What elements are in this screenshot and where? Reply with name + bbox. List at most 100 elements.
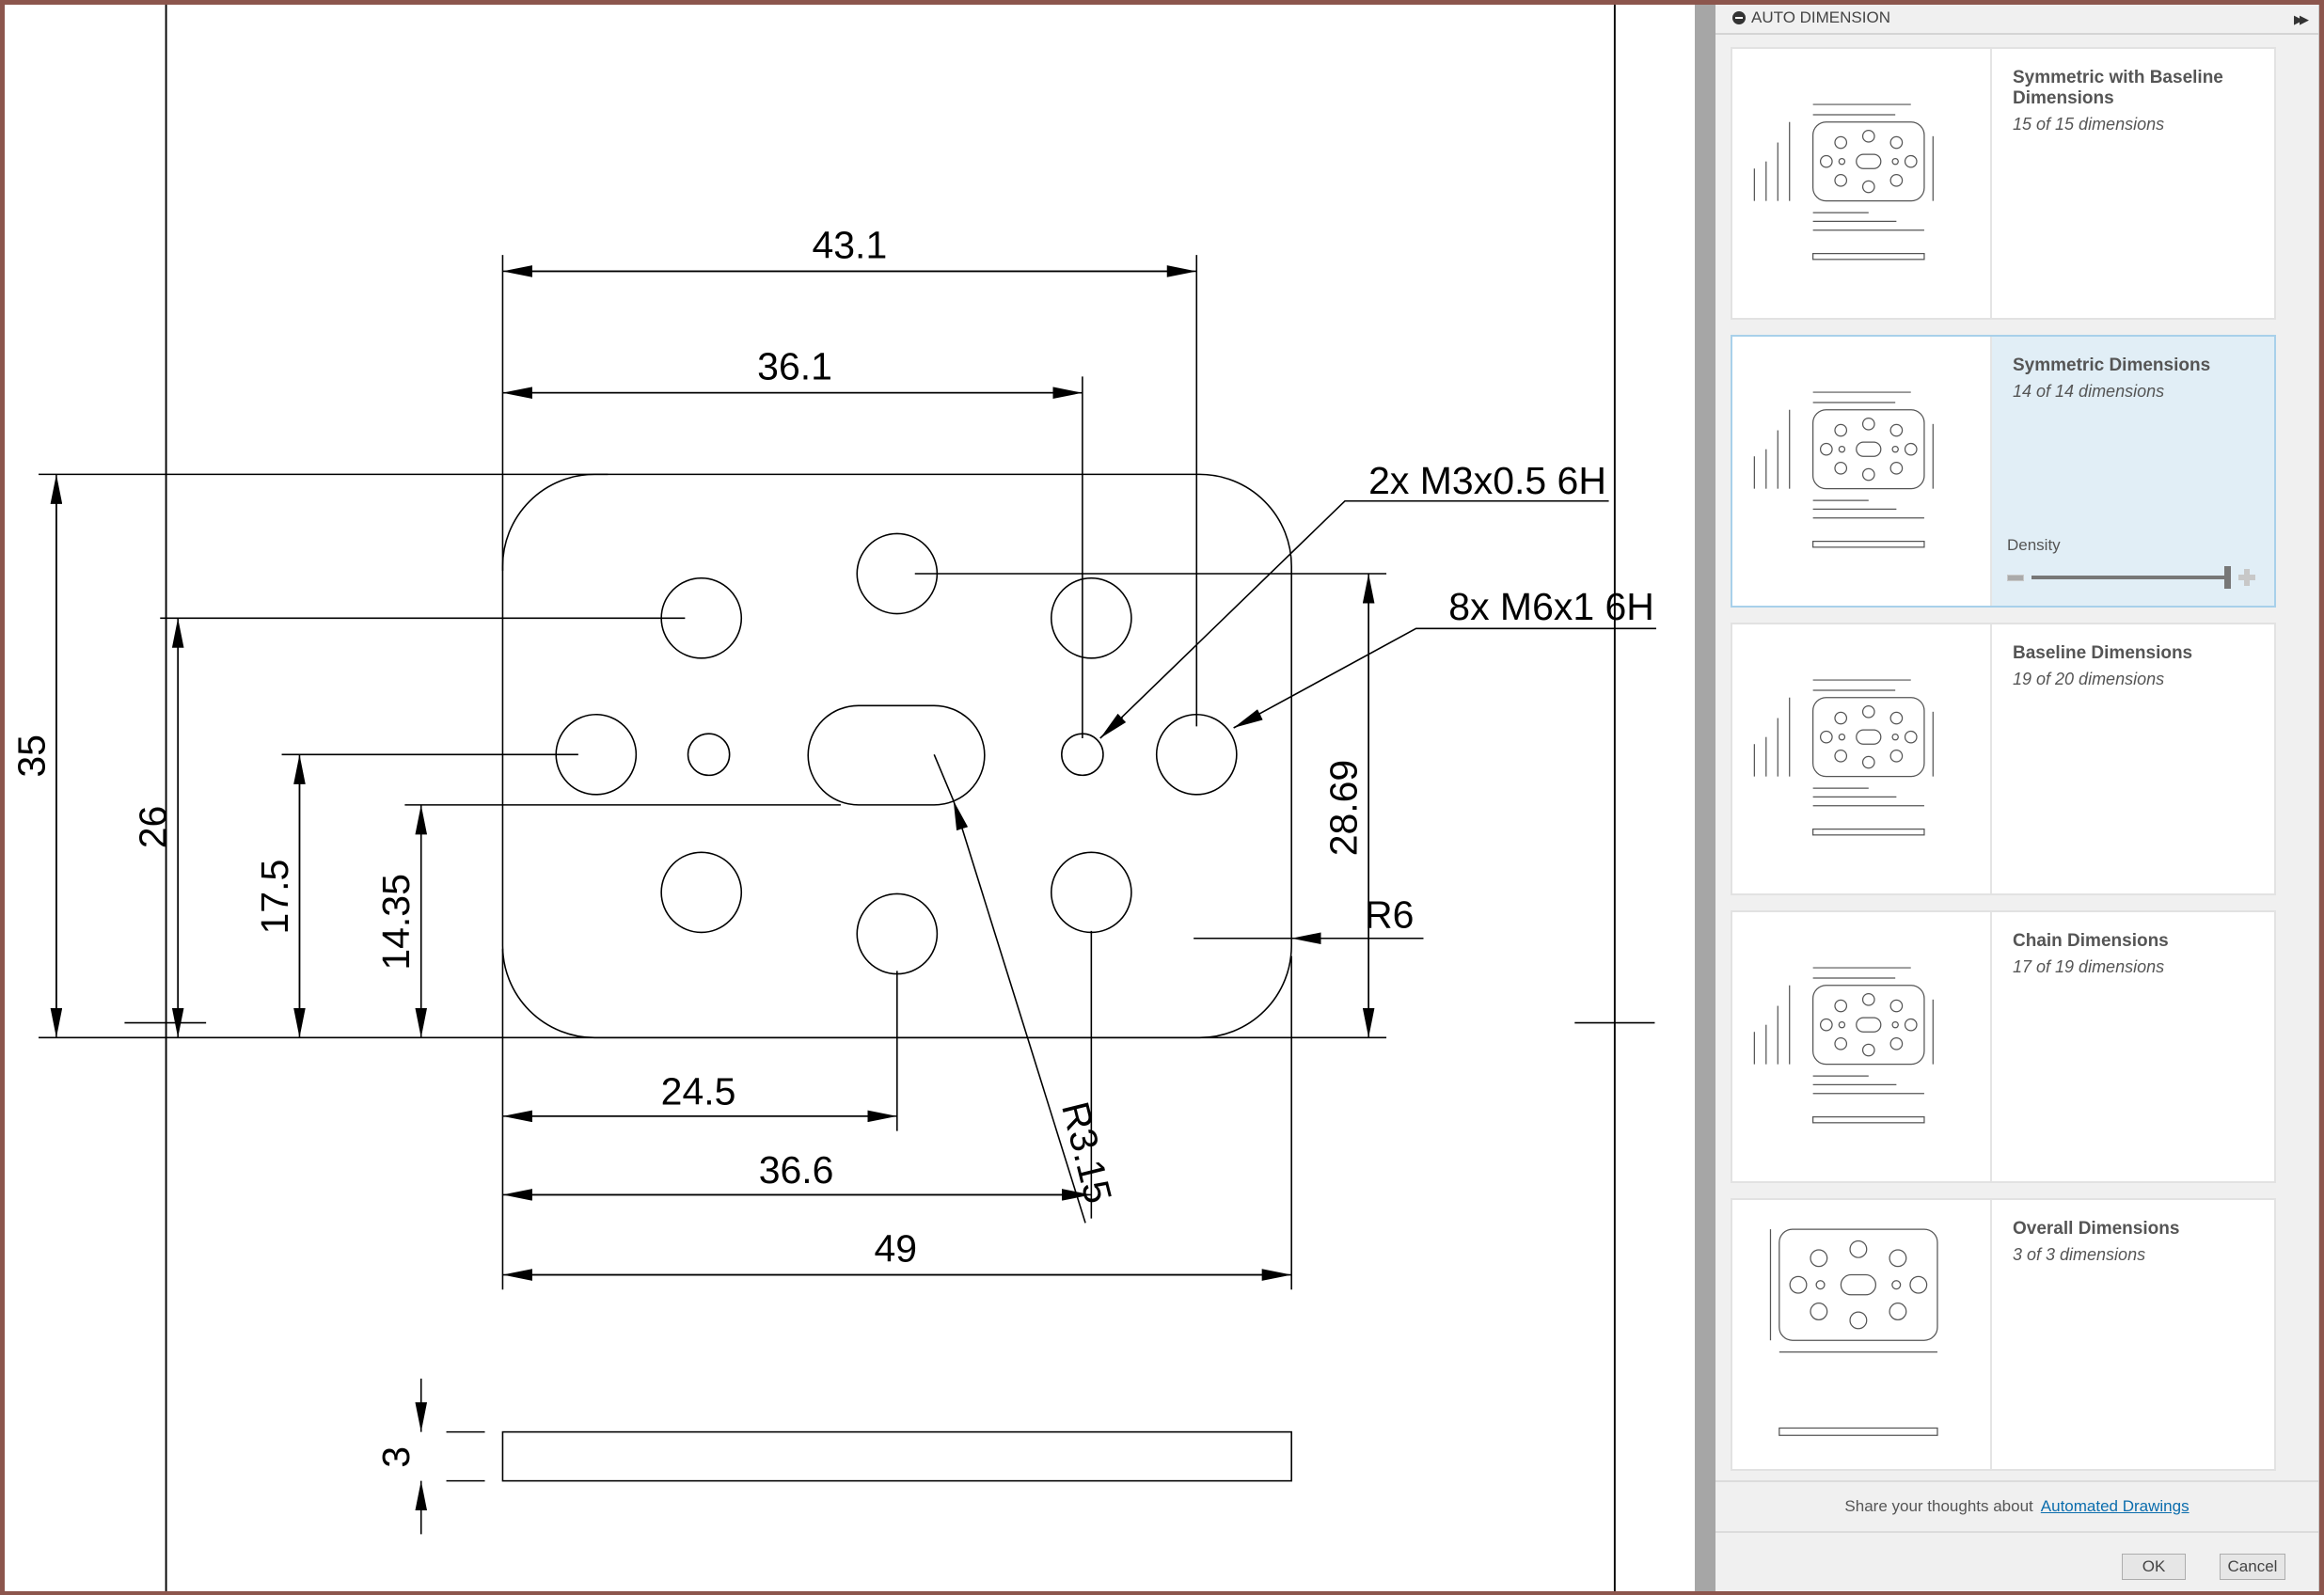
dim-28-69[interactable]: 28.69	[1322, 760, 1366, 857]
feedback-text: Share your thoughts about	[1844, 1497, 2033, 1515]
dim-36-6[interactable]: 36.6	[759, 1148, 834, 1192]
thumb-hole	[1889, 711, 1904, 725]
dim-24-5[interactable]: 24.5	[661, 1069, 736, 1113]
thumb-slot	[1856, 441, 1882, 457]
density-increase-icon[interactable]	[2238, 569, 2255, 586]
callout-m6[interactable]: 8x M6x1 6H	[1448, 585, 1654, 628]
slot[interactable]	[807, 704, 986, 806]
thumb-plate	[1812, 409, 1925, 490]
callout-m3[interactable]: 2x M3x0.5 6H	[1368, 459, 1606, 502]
thumb-plate	[1779, 1228, 1938, 1341]
hole-m6[interactable]	[1050, 851, 1132, 934]
panel-header: AUTO DIMENSION ▶▶	[1715, 3, 2318, 35]
option-count: 15 of 15 dimensions	[2013, 115, 2165, 134]
thumb-side-view	[1812, 252, 1925, 261]
cancel-button[interactable]: Cancel	[2220, 1554, 2285, 1580]
option-title: Symmetric with Baseline Dimensions	[2013, 68, 2223, 108]
plate-outline[interactable]	[501, 473, 1292, 1039]
option-overall[interactable]: Overall Dimensions 3 of 3 dimensions	[1731, 1198, 2276, 1471]
density-label: Density	[2007, 536, 2061, 554]
dim-14-35[interactable]: 14.35	[374, 874, 418, 971]
thumb-hole	[1861, 992, 1875, 1006]
thumb-hole	[1810, 1249, 1828, 1268]
ok-button[interactable]: OK	[2122, 1554, 2186, 1580]
thumb-hole	[1834, 1036, 1848, 1050]
thumb-hole	[1889, 135, 1904, 150]
option-chain[interactable]: Chain Dimensions 17 of 19 dimensions	[1731, 910, 2276, 1183]
drawing-sheet[interactable]: 43.1 36.1 24.5 36.6 49 35 26 17.5 14.35 …	[0, 0, 1695, 1595]
collapse-icon[interactable]	[1732, 11, 1746, 24]
thumb-side-view	[1812, 540, 1925, 548]
option-title: Baseline Dimensions	[2013, 643, 2193, 663]
density-slider-thumb[interactable]	[2224, 566, 2231, 589]
dim-36-1[interactable]: 36.1	[757, 345, 832, 388]
thumb-hole	[1891, 157, 1899, 166]
thumb-hole	[1834, 461, 1848, 475]
drawing-canvas[interactable]: 43.1 36.1 24.5 36.6 49 35 26 17.5 14.35 …	[0, 0, 1695, 1595]
thumb-hole	[1834, 999, 1848, 1013]
option-symmetric-baseline[interactable]: Symmetric with Baseline Dimensions 15 of…	[1731, 47, 2276, 320]
thumb-hole	[1815, 1280, 1826, 1290]
thumb-hole	[1889, 1249, 1907, 1268]
option-count: 3 of 3 dimensions	[2013, 1245, 2146, 1264]
option-title: Chain Dimensions	[2013, 931, 2169, 951]
hole-m3[interactable]	[1061, 733, 1104, 777]
dim-3[interactable]: 3	[374, 1446, 418, 1468]
option-baseline[interactable]: Baseline Dimensions 19 of 20 dimensions	[1731, 623, 2276, 895]
density-decrease-icon[interactable]	[2007, 574, 2024, 581]
thumb-hole	[1849, 1311, 1868, 1330]
auto-dimension-panel: AUTO DIMENSION ▶▶ Symmetric with Baselin…	[1715, 3, 2319, 1592]
thumb-hole	[1834, 423, 1848, 437]
side-view-plate[interactable]	[501, 1430, 1292, 1482]
panel-splitter[interactable]	[1695, 0, 1715, 1595]
dim-17-5[interactable]: 17.5	[253, 860, 296, 935]
thumb-side-view	[1812, 1115, 1925, 1124]
r3-15-leader[interactable]	[952, 799, 1086, 1224]
dialog-buttons: OK Cancel	[1715, 1531, 2318, 1593]
dim-r6[interactable]: R6	[1365, 893, 1414, 937]
m3-callout-leader[interactable]	[1099, 499, 1609, 739]
thumbnail	[1732, 624, 1992, 893]
thumbnail-drawing	[1753, 391, 1934, 548]
thumb-hole	[1838, 157, 1846, 166]
hole-m6[interactable]	[856, 892, 939, 975]
feedback-row: Share your thoughts about Automated Draw…	[1715, 1480, 2318, 1531]
hole-m3[interactable]	[687, 733, 731, 777]
thumb-hole	[1891, 1020, 1899, 1029]
m6-callout-leader[interactable]	[1233, 627, 1657, 729]
dim-35[interactable]: 35	[9, 734, 53, 778]
thumb-hole	[1904, 442, 1918, 456]
expand-fast-forward-icon[interactable]: ▶▶	[2294, 12, 2309, 26]
thumbnail	[1732, 337, 1992, 606]
thumb-hole	[1904, 730, 1918, 744]
thumb-hole	[1889, 1036, 1904, 1050]
thumb-hole	[1789, 1275, 1808, 1294]
hole-m6[interactable]	[1050, 576, 1132, 659]
thumb-hole	[1819, 1018, 1833, 1032]
dim-26[interactable]: 26	[132, 806, 175, 849]
hole-m6[interactable]	[1155, 713, 1238, 796]
option-symmetric[interactable]: Symmetric Dimensions 14 of 14 dimensions…	[1731, 335, 2276, 608]
thumb-hole	[1889, 999, 1904, 1013]
automated-drawings-link[interactable]: Automated Drawings	[2040, 1497, 2190, 1515]
thumb-hole	[1909, 1275, 1928, 1294]
thumb-slot	[1856, 153, 1882, 169]
thumb-plate	[1812, 121, 1925, 202]
dim-49[interactable]: 49	[874, 1226, 917, 1270]
density-slider[interactable]	[2032, 566, 2231, 589]
thumb-hole	[1819, 154, 1833, 168]
thumb-hole	[1838, 733, 1846, 741]
thumb-hole	[1861, 467, 1875, 482]
dim-43-1[interactable]: 43.1	[812, 223, 887, 266]
thumb-hole	[1861, 129, 1875, 143]
thumb-hole	[1889, 461, 1904, 475]
option-count: 19 of 20 dimensions	[2013, 670, 2165, 688]
thumb-side-view	[1779, 1427, 1938, 1436]
density-control: Density	[2007, 536, 2255, 589]
thumbnail	[1732, 49, 1992, 318]
thumb-hole	[1904, 1018, 1918, 1032]
thumb-slot	[1856, 729, 1882, 745]
thumb-hole	[1834, 135, 1848, 150]
panel-title: AUTO DIMENSION	[1751, 8, 1890, 26]
hole-m6[interactable]	[660, 851, 743, 934]
